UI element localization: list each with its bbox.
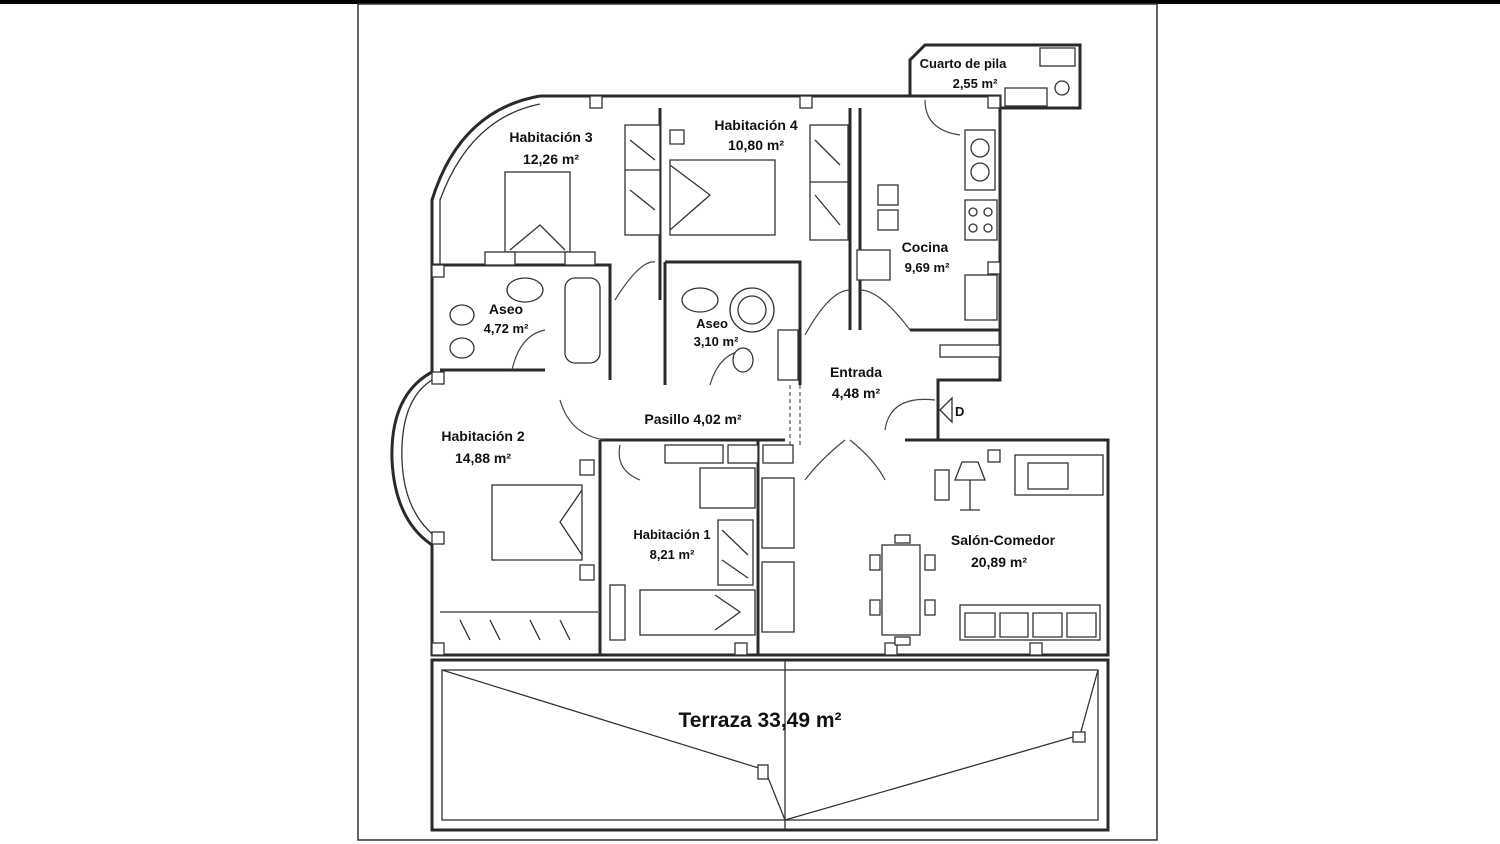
room-name-habitacion-2: Habitación 2 — [441, 428, 524, 444]
room-area-salon-comedor: 20,89 m² — [971, 554, 1027, 570]
room-area-habitacion-2: 14,88 m² — [455, 450, 511, 466]
room-area-entrada: 4,48 m² — [832, 385, 881, 401]
room-labels: Cuarto de pila 2,55 m² Habitación 3 12,2… — [441, 56, 1055, 732]
terrace-drawing — [430, 658, 1110, 832]
room-name-pasillo: Pasillo 4,02 m² — [644, 411, 742, 427]
top-border-bar — [0, 0, 1500, 4]
room-area-aseo-2: 3,10 m² — [694, 334, 739, 349]
window-posts — [431, 95, 1043, 656]
room-area-habitacion-4: 10,80 m² — [728, 137, 784, 153]
room-name-habitacion-4: Habitación 4 — [714, 117, 797, 133]
room-name-terraza: Terraza 33,49 m² — [678, 709, 841, 732]
room-area-aseo-1: 4,72 m² — [484, 321, 529, 336]
room-name-habitacion-3: Habitación 3 — [509, 129, 592, 145]
room-name-entrada: Entrada — [830, 364, 882, 380]
room-name-salon-comedor: Salón-Comedor — [951, 532, 1056, 548]
doors — [511, 99, 961, 481]
furniture — [440, 47, 1104, 646]
room-name-aseo-2: Aseo — [696, 316, 728, 331]
entrance-marker: D — [939, 396, 964, 424]
room-name-habitacion-1: Habitación 1 — [633, 527, 710, 542]
entrance-marker-letter: D — [955, 404, 964, 419]
room-name-cuarto-de-pila: Cuarto de pila — [920, 56, 1007, 71]
room-area-habitacion-1: 8,21 m² — [650, 547, 695, 562]
room-area-habitacion-3: 12,26 m² — [523, 151, 579, 167]
room-name-cocina: Cocina — [902, 239, 949, 255]
room-area-cocina: 9,69 m² — [905, 260, 950, 275]
plan-frame — [357, 3, 1158, 841]
room-name-aseo-1: Aseo — [489, 301, 523, 317]
room-area-cuarto-de-pila: 2,55 m² — [953, 76, 998, 91]
